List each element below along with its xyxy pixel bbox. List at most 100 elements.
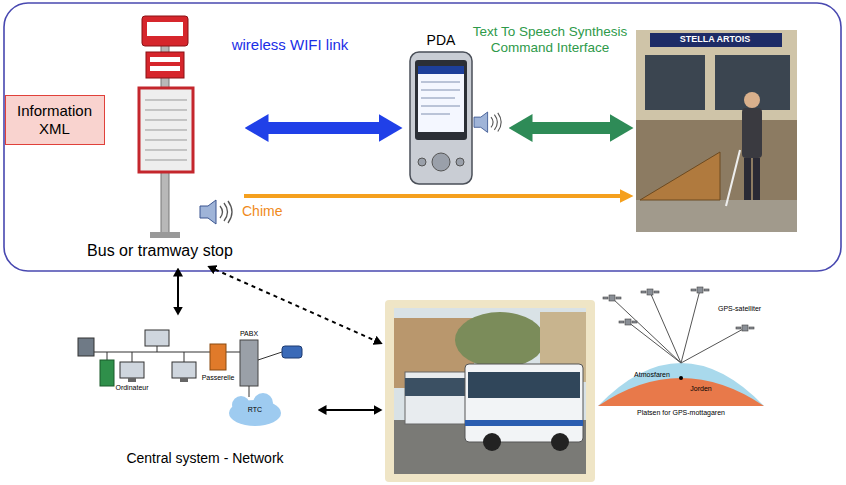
network-illustration: [258, 352, 282, 360]
gps-illustration: [681, 290, 700, 363]
bus-stop-pole: [145, 100, 187, 101]
stop-speaker: [200, 200, 232, 224]
gps-illustration: [612, 298, 681, 363]
edge-group: [178, 128, 620, 410]
pedestrian-photo: [636, 30, 797, 232]
gps-illustration: [749, 327, 754, 329]
device-label: RTC: [248, 406, 262, 414]
bus-stop: Bus or tramway stop: [78, 12, 242, 265]
gps-illustration: [742, 325, 748, 331]
gps-label: Jorden: [690, 385, 711, 393]
pedestrian-photo: [636, 200, 797, 232]
pda-device: [421, 82, 460, 83]
gps-illustration: [598, 287, 764, 406]
shop-sign-text: STELLA ARTOIS: [680, 34, 751, 44]
gps-illustration: [681, 328, 745, 363]
bus-stop-pole: [139, 88, 193, 172]
pedestrian-photo: [744, 92, 760, 108]
pedestrian-photo: [640, 152, 720, 200]
connector-arrow: [215, 269, 375, 340]
network-illustration: [132, 352, 133, 362]
chime-label: Chime: [242, 203, 282, 219]
pda-device: [421, 98, 455, 99]
bus-stop-pole: [145, 110, 187, 111]
pda-device: [418, 66, 464, 74]
bus-stop-pole: [145, 140, 187, 141]
gps-illustration: [598, 363, 764, 406]
network-illustration: [240, 340, 258, 386]
gps-illustration: [650, 292, 681, 363]
gps-illustration: [616, 297, 621, 299]
connector-arrow: [532, 122, 610, 134]
connector-arrow: [268, 122, 379, 134]
gps-label: Platsen for GPS-mottagaren: [637, 409, 725, 417]
bus-photo: [468, 372, 580, 398]
network-illustration: [100, 360, 114, 386]
bus-stop-pole: [145, 150, 187, 151]
bus-stop-pole: [146, 52, 184, 78]
connector-arrow: [244, 194, 620, 198]
pda-device: [421, 106, 460, 107]
stop-speaker: [220, 201, 232, 223]
connector-arrow: [326, 409, 374, 411]
network-illustration: [78, 338, 94, 356]
gps-illustration: [697, 287, 703, 293]
pda-label: PDA: [427, 32, 456, 48]
pda-speaker: [474, 112, 501, 132]
network-illustration: [232, 396, 250, 414]
device-label: PABX: [240, 330, 258, 338]
pda-device: [415, 60, 467, 140]
network-illustration: [120, 362, 144, 378]
network-illustration: [249, 386, 250, 397]
pedestrian-photo: [636, 30, 797, 120]
pedestrian-photo: [636, 30, 797, 232]
connector-arrow: [177, 276, 179, 307]
bus-stop-pole: [145, 130, 187, 131]
network-illustration: [180, 378, 188, 382]
pedestrian-photo: [636, 120, 797, 200]
pda-speaker: [491, 113, 501, 132]
network-heading: Central system - Network: [126, 450, 283, 466]
bus-stop-pole: [145, 160, 187, 161]
network-illustration: [107, 352, 108, 360]
bus-photo: [465, 364, 583, 442]
gps-illustration: [641, 291, 646, 293]
vehicle-gps: GPS-satelliterAtmosfarenJordenPlatsen fo…: [385, 283, 768, 483]
pedestrian-photo: [742, 108, 762, 158]
pedestrian-photo: [645, 55, 705, 110]
pda-device: [421, 114, 450, 115]
gps-illustration: [654, 291, 659, 293]
stop-speaker: [200, 200, 216, 224]
bus-photo: [385, 300, 595, 482]
bus-photo: [551, 433, 569, 451]
box-text: Information XML: [12, 102, 98, 137]
pedestrian-photo: STELLA ARTOIS: [636, 30, 797, 232]
device-label: Ordinateur: [115, 384, 148, 392]
gps-illustration: [598, 378, 764, 406]
gps-illustration: [619, 321, 624, 323]
network-illustration: [78, 330, 302, 426]
gps-illustration: [609, 295, 615, 301]
gps-illustration: [736, 327, 741, 329]
bus-stop-pole: [139, 16, 193, 238]
link-label: Text To Speech Synthesis Command Interfa…: [468, 24, 633, 55]
system-frame: [4, 3, 841, 271]
gps-illustration: [625, 319, 631, 325]
gps-illustration: [679, 376, 683, 380]
bus-photo: [394, 308, 586, 474]
pda-device: [432, 153, 450, 171]
network-illustration: [282, 346, 302, 358]
stop-label: Bus or tramway stop: [87, 242, 233, 260]
network-illustration: [210, 344, 226, 370]
gps-label: GPS-satelliter: [718, 305, 761, 313]
pedestrian-photo: [650, 33, 782, 47]
pda-device: [410, 52, 472, 184]
info-box: Information XML: [5, 95, 105, 145]
bus-photo: [483, 433, 501, 451]
pedestrian-photo: [753, 158, 760, 200]
pda-device: [421, 90, 460, 91]
network-illustration: [128, 378, 136, 382]
pda-device: [418, 158, 426, 166]
link-label: wireless WIFI link: [232, 36, 349, 53]
